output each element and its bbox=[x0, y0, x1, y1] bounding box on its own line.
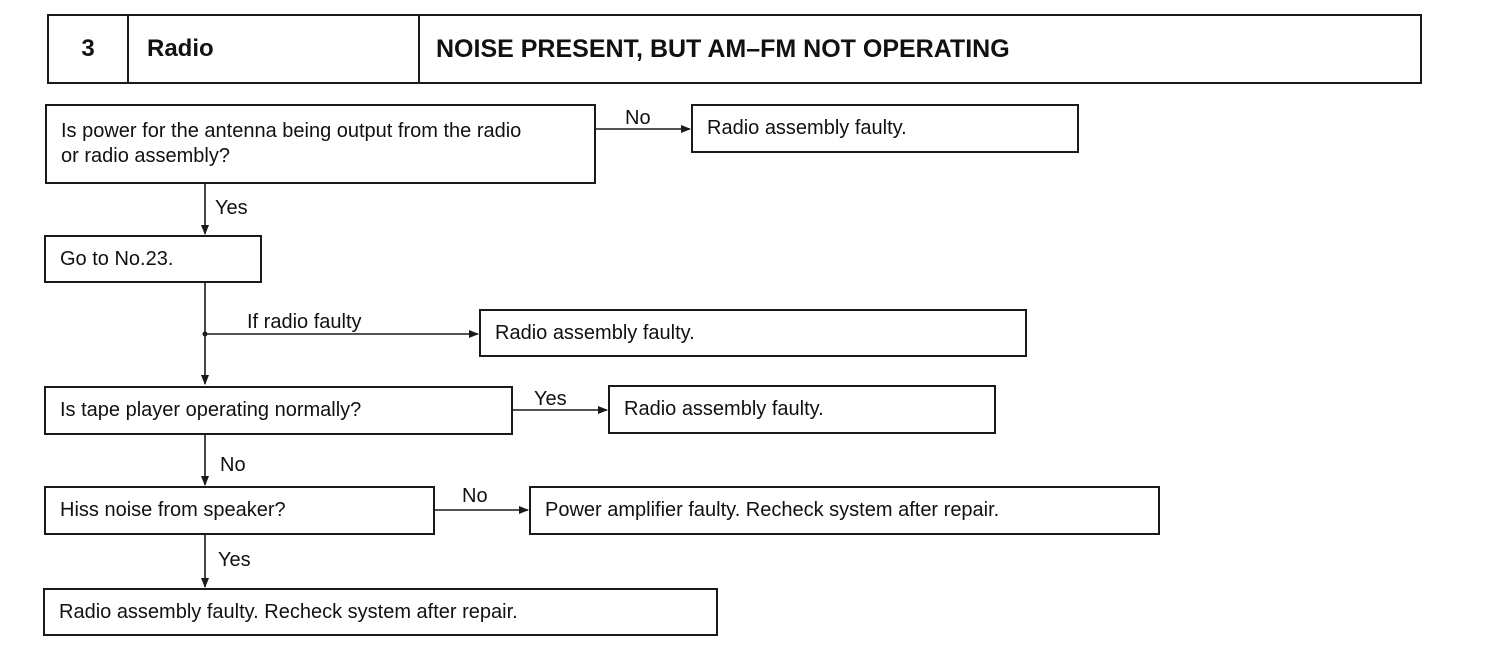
result-power-amp-faulty-text: Power amplifier faulty. Recheck system a… bbox=[545, 499, 1000, 521]
label-q1-no: No bbox=[625, 107, 651, 129]
result-radio-faulty-final-text: Radio assembly faulty. Recheck system af… bbox=[59, 600, 518, 623]
result-radio-faulty-2-text: Radio assembly faulty. bbox=[495, 321, 695, 344]
label-q1-yes: Yes bbox=[215, 197, 248, 219]
step-go-to-23-text: Go to No.23. bbox=[60, 247, 174, 270]
question-antenna-power-text: Is power for the antenna being output fr… bbox=[61, 120, 522, 167]
step-go-to-23: Go to No.23. bbox=[44, 235, 262, 283]
problem-title: NOISE PRESENT, BUT AM–FM NOT OPERATING bbox=[436, 34, 1010, 63]
label-q3-yes: Yes bbox=[534, 388, 567, 410]
question-antenna-power: Is power for the antenna being output fr… bbox=[45, 104, 596, 184]
result-radio-faulty-3: Radio assembly faulty. bbox=[608, 385, 996, 434]
result-power-amp-faulty: Power amplifier faulty. Recheck system a… bbox=[529, 486, 1160, 535]
branch-junction bbox=[202, 331, 208, 337]
result-radio-faulty-final: Radio assembly faulty. Recheck system af… bbox=[43, 588, 718, 636]
question-tape-player: Is tape player operating normally? bbox=[44, 386, 513, 435]
label-q4-no: No bbox=[462, 485, 488, 507]
question-hiss-noise: Hiss noise from speaker? bbox=[44, 486, 435, 535]
question-tape-player-text: Is tape player operating normally? bbox=[60, 399, 362, 421]
result-radio-faulty-3-text: Radio assembly faulty. bbox=[624, 398, 824, 420]
header-bar: 3 Radio NOISE PRESENT, BUT AM–FM NOT OPE… bbox=[47, 14, 1422, 84]
section-number: 3 bbox=[49, 16, 129, 82]
system-name: Radio bbox=[129, 16, 420, 82]
result-radio-faulty-2: Radio assembly faulty. bbox=[479, 309, 1027, 357]
question-hiss-noise-text: Hiss noise from speaker? bbox=[60, 499, 286, 521]
result-radio-faulty-1: Radio assembly faulty. bbox=[691, 104, 1079, 153]
label-q3-no: No bbox=[220, 454, 246, 476]
result-radio-faulty-1-text: Radio assembly faulty. bbox=[707, 117, 907, 139]
label-if-radio-faulty: If radio faulty bbox=[247, 311, 362, 333]
label-q4-yes: Yes bbox=[218, 549, 251, 571]
